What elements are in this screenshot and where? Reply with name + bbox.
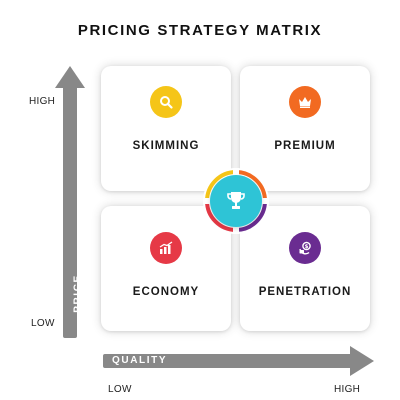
x-axis-name: QUALITY (112, 355, 168, 366)
x-axis-low-label: LOW (108, 384, 132, 395)
trophy-icon (227, 192, 245, 209)
y-axis-high-label: HIGH (29, 96, 56, 107)
money-cycle-icon: $ (289, 232, 321, 264)
quadrant-label: PREMIUM (274, 140, 336, 152)
quadrant-skimming: SKIMMING (101, 66, 231, 191)
page-title: PRICING STRATEGY MATRIX (77, 22, 323, 39)
quality-arrow (103, 346, 374, 376)
x-axis-high-label: HIGH (334, 384, 361, 395)
quadrant-economy: ECONOMY (101, 206, 231, 331)
search-icon (150, 86, 182, 118)
price-arrow (55, 66, 85, 338)
quadrant-label: PENETRATION (258, 286, 352, 298)
quadrant-label: SKIMMING (132, 140, 200, 152)
y-axis-name: PRICE (72, 274, 84, 313)
y-axis-low-label: LOW (31, 318, 55, 329)
center-badge (210, 175, 262, 227)
quadrant-penetration: $ PENETRATION (240, 206, 370, 331)
svg-text:$: $ (305, 244, 309, 250)
quadrant-premium: PREMIUM (240, 66, 370, 191)
quadrant-label: ECONOMY (132, 286, 200, 298)
bar-chart-icon (150, 232, 182, 264)
crown-icon (289, 86, 321, 118)
